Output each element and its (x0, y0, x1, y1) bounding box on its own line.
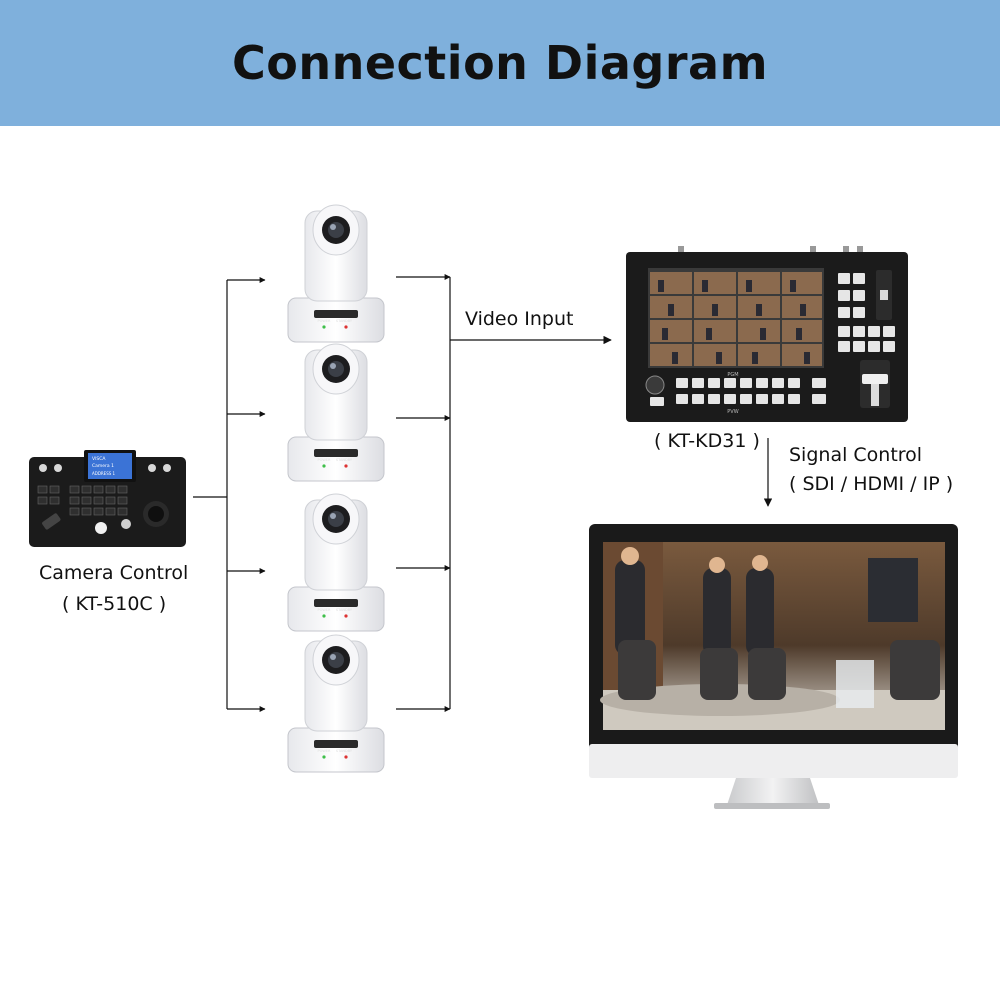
camera-3-panel-label: STANDBY (336, 608, 353, 612)
camera-2-panel-label: POWER (318, 458, 332, 462)
controller-screen (88, 453, 132, 479)
controller-model-label: ( KT-510C ) (62, 593, 167, 615)
video-switcher-device: PGM PVW (626, 246, 908, 422)
monitor-device (589, 524, 958, 809)
controller-name-label: Camera Control (39, 562, 189, 584)
title-banner: Connection Diagram (0, 0, 1000, 126)
camera-1-panel-label: POWER (318, 319, 332, 323)
controller-screen-line-1: VISCA (92, 456, 106, 462)
pgm-row-label: PGM (727, 372, 738, 378)
camera-2-panel-label: STANDBY (336, 458, 353, 462)
control-lines (193, 277, 266, 712)
camera-4-panel-label: POWER (318, 749, 332, 753)
page-title: Connection Diagram (231, 36, 769, 90)
camera-3-panel-label: POWER (318, 608, 332, 612)
camera-controller-device: VISCA Camera 1 ADDRESS 1 (29, 450, 186, 547)
video-input-label: Video Input (465, 308, 574, 330)
pvw-row-label: PVW (727, 409, 738, 415)
signal-types-label: ( SDI / HDMI / IP ) (789, 473, 954, 495)
controller-screen-line-2: Camera 1 (92, 463, 114, 469)
controller-screen-line-3: ADDRESS 1 (92, 471, 116, 476)
switcher-model-label: ( KT-KD31 ) (654, 430, 760, 452)
camera-1-panel-label: STANDBY (336, 319, 353, 323)
camera-4-panel-label: STANDBY (336, 749, 353, 753)
signal-control-label: Signal Control (789, 444, 923, 466)
video-lines (396, 274, 612, 712)
